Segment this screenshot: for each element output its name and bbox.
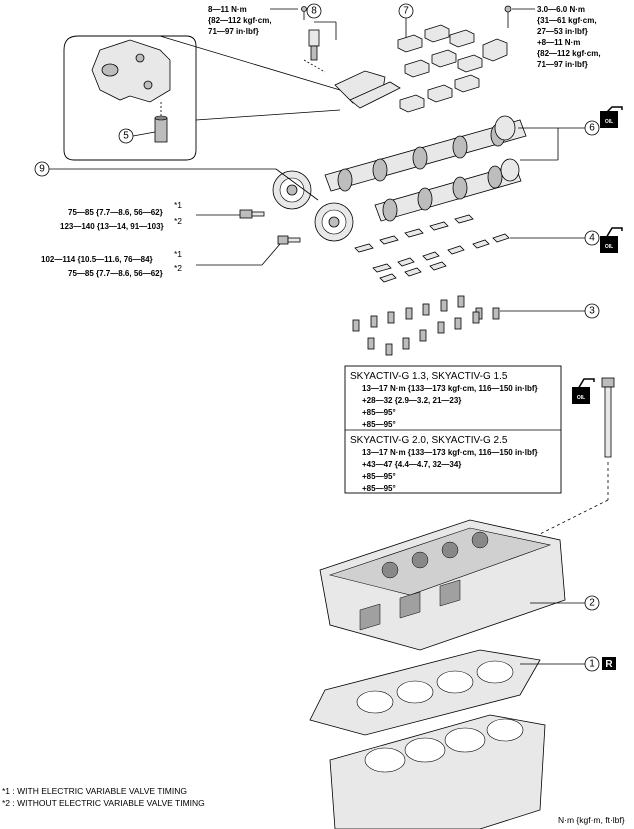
group1-line-3: +85—95° <box>362 408 396 417</box>
hydraulic-lash-adjusters <box>352 295 500 356</box>
group2-line-3: +85—95° <box>362 472 396 481</box>
oil-badge-rocker-label: OIL <box>605 244 613 250</box>
callout-8-label: 8 <box>311 6 317 17</box>
callout-1-label: 1 <box>589 659 595 670</box>
sprocket-bolt-lower <box>196 235 301 266</box>
sprocket-upper-mark-2: *2 <box>174 216 182 226</box>
group2-line-4: +85—95° <box>362 484 396 493</box>
oil-control-valve <box>303 21 337 73</box>
callout-9: 9 <box>34 161 319 201</box>
torque-spec-sprocket-lower: 102—114 {10.5—11.6, 76—84} *1 75—85 {7.7… <box>41 249 182 278</box>
oil-badge-rocker: OIL <box>600 227 623 253</box>
callout-6-label: 6 <box>589 123 595 134</box>
torque-spec-sprocket-upper: 75—85 {7.7—8.6, 56—62} *1 123—140 {13—14… <box>60 200 182 231</box>
sprocket-lower-mark-1: *1 <box>174 249 182 259</box>
group2-line-2: +43—47 {4.4—4.7, 32—34} <box>362 460 461 469</box>
sprocket-upper-line-1: 75—85 {7.7—8.6, 56—62} <box>68 208 163 217</box>
replace-badge-label: R <box>605 659 613 670</box>
callout-4: 4 <box>510 230 600 246</box>
oil-badge-camshaft: OIL <box>600 106 623 128</box>
torque-spec-ocv: 8—11 N·m {82—112 kgf·cm, 71—97 in·lbf} <box>208 5 298 36</box>
camshaft-exhaust <box>374 158 522 222</box>
callout-5-label: 5 <box>123 131 129 142</box>
group1-line-4: +85—95° <box>362 420 396 429</box>
footnote-2: *2 : WITHOUT ELECTRIC VARIABLE VALVE TIM… <box>2 798 205 808</box>
footnote-1: *1 : WITH ELECTRIC VARIABLE VALVE TIMING <box>2 786 187 796</box>
callout-6: 6 <box>518 120 600 161</box>
cylinder-head <box>319 519 566 651</box>
callout-5: 5 <box>118 128 156 144</box>
torque-ocv-line-2: {82—112 kgf·cm, <box>208 16 272 25</box>
callout-7-label: 7 <box>403 6 409 17</box>
oil-badge-head-bolt-label: OIL <box>577 395 585 401</box>
units-note: N·m {kgf·m, ft·lbf} <box>558 815 625 825</box>
camshaft-cap-bolt <box>504 5 535 28</box>
camshaft-intake <box>324 115 527 192</box>
torque-cam-line-2: {31—61 kgf·cm, <box>537 16 597 25</box>
group2-title: SKYACTIV-G 2.0, SKYACTIV-G 2.5 <box>350 435 508 446</box>
group2-line-1: 13—17 N·m {133—173 kgf·cm, 116—150 in·lb… <box>362 448 538 457</box>
torque-cam-line-3: 27—53 in·lbf} <box>537 27 588 36</box>
sprocket-upper-line-2: 123—140 {13—14, 91—103} <box>60 222 164 231</box>
cylinder-head-gasket <box>309 649 541 736</box>
torque-ocv-line-1: 8—11 N·m <box>208 5 247 14</box>
callout-3: 3 <box>500 303 600 319</box>
group1-line-2: +28—32 {2.9—3.2, 21—23} <box>362 396 461 405</box>
cylinder-head-bolt <box>537 377 615 536</box>
sprocket-lower-mark-2: *2 <box>174 263 182 273</box>
torque-cam-line-5: {82—112 kgf·cm, <box>537 49 601 58</box>
sprocket-lower-line-2: 75—85 {7.7—8.6, 56—62} <box>68 269 163 278</box>
cylinder-block <box>329 714 546 829</box>
sprocket-bolt-upper <box>196 209 265 219</box>
torque-cam-line-1: 3.0—6.0 N·m <box>537 5 585 14</box>
vvt-sprocket-intake <box>272 170 312 210</box>
callout-9-label: 9 <box>39 164 45 175</box>
rocker-arms <box>354 214 510 283</box>
callout-8: 8 <box>306 3 322 19</box>
replace-badge: R <box>602 657 616 670</box>
sprocket-upper-mark-1: *1 <box>174 200 182 210</box>
callout-2-label: 2 <box>589 598 595 609</box>
oil-badge-label: OIL <box>605 119 613 125</box>
torque-cam-line-6: 71—97 in·lbf} <box>537 60 588 69</box>
inset-detail <box>63 35 341 161</box>
ocv-bracket <box>334 70 401 109</box>
torque-cam-line-4: +8—11 N·m <box>537 38 580 47</box>
torque-spec-cam-cap: 3.0—6.0 N·m {31—61 kgf·cm, 27—53 in·lbf}… <box>537 5 601 69</box>
group1-title: SKYACTIV-G 1.3, SKYACTIV-G 1.5 <box>350 371 508 382</box>
callout-3-label: 3 <box>589 306 595 317</box>
camshaft-caps <box>397 24 508 113</box>
callout-2: 2 <box>530 595 600 611</box>
callout-4-label: 4 <box>589 233 595 244</box>
sprocket-lower-line-1: 102—114 {10.5—11.6, 76—84} <box>41 255 153 264</box>
ocv-bolt <box>301 6 307 20</box>
oil-badge-head-bolt: OIL <box>572 378 595 404</box>
vvt-sprocket-exhaust <box>314 202 354 242</box>
head-bolt-spec-box: SKYACTIV-G 1.3, SKYACTIV-G 1.5 13—17 N·m… <box>344 365 562 494</box>
torque-ocv-line-3: 71—97 in·lbf} <box>208 27 259 36</box>
group1-line-1: 13—17 N·m {133—173 kgf·cm, 116—150 in·lb… <box>362 384 538 393</box>
callout-1: 1 <box>520 656 600 672</box>
footnotes: *1 : WITH ELECTRIC VARIABLE VALVE TIMING… <box>2 786 205 808</box>
